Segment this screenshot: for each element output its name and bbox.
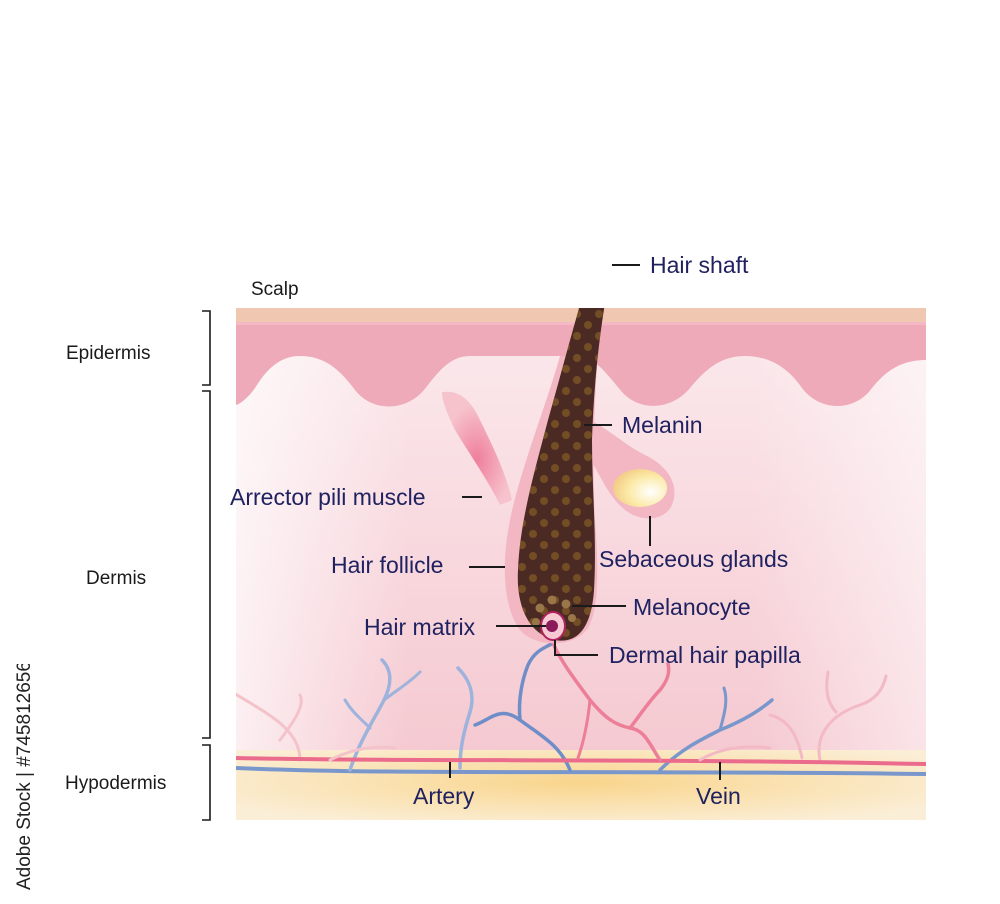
label-arrector-pili-muscle: Arrector pili muscle	[230, 484, 426, 510]
label-hair-matrix: Hair matrix	[364, 614, 476, 640]
label-artery: Artery	[413, 783, 475, 809]
stock-watermark: Adobe Stock | #745812656	[14, 664, 35, 890]
capillary-right	[817, 674, 888, 762]
label-dermal-hair-papilla: Dermal hair papilla	[609, 642, 801, 668]
label-sebaceous-glands: Sebaceous glands	[599, 546, 788, 572]
artery-branch-2	[576, 698, 592, 760]
arrector-pili-muscle	[442, 391, 512, 505]
vein-branch-1b	[382, 670, 422, 702]
label-scalp: Scalp	[251, 279, 299, 300]
label-epidermis: Epidermis	[66, 343, 150, 364]
artery-branch-1	[628, 662, 671, 730]
label-hair-shaft: Hair shaft	[650, 252, 749, 278]
bracket-hypodermis	[202, 744, 211, 821]
label-hypodermis: Hypodermis	[65, 773, 166, 794]
hypodermis-layer	[236, 745, 926, 820]
label-dermis: Dermis	[86, 568, 146, 589]
artery-branch-4	[698, 745, 772, 762]
vein-to-papilla	[517, 641, 555, 722]
layer-brackets	[202, 310, 211, 821]
epidermis-layer	[236, 316, 926, 407]
vein-main	[236, 766, 926, 776]
hair-matrix	[546, 620, 558, 632]
capillary-right-branch	[825, 670, 838, 714]
vein-branch-4b	[718, 686, 728, 732]
watermark-text: Adobe Stock | #745812656	[14, 664, 35, 890]
sebaceous-gland-core	[613, 469, 667, 507]
artery-main	[236, 756, 926, 766]
leader-lines	[449, 264, 721, 780]
label-melanocyte: Melanocyte	[633, 594, 751, 620]
melanin-granules	[517, 308, 605, 641]
capillary-left	[236, 692, 302, 762]
skin-tissue	[236, 308, 926, 820]
leader-dermal-papilla	[554, 640, 598, 656]
vein-branch-2	[456, 666, 474, 770]
melanocytes	[532, 595, 576, 626]
vein-branch-1c	[343, 698, 372, 730]
blood-vessels	[236, 641, 926, 776]
capillary-right-2	[768, 713, 804, 760]
capillary-left-branch	[278, 693, 303, 742]
bracket-epidermis	[202, 310, 211, 386]
label-hair-follicle: Hair follicle	[331, 552, 443, 578]
label-vein: Vein	[696, 783, 741, 809]
bracket-dermis	[202, 390, 211, 739]
artery-from-papilla	[551, 641, 662, 762]
label-melanin: Melanin	[622, 412, 703, 438]
artery-branch-3	[328, 745, 397, 762]
